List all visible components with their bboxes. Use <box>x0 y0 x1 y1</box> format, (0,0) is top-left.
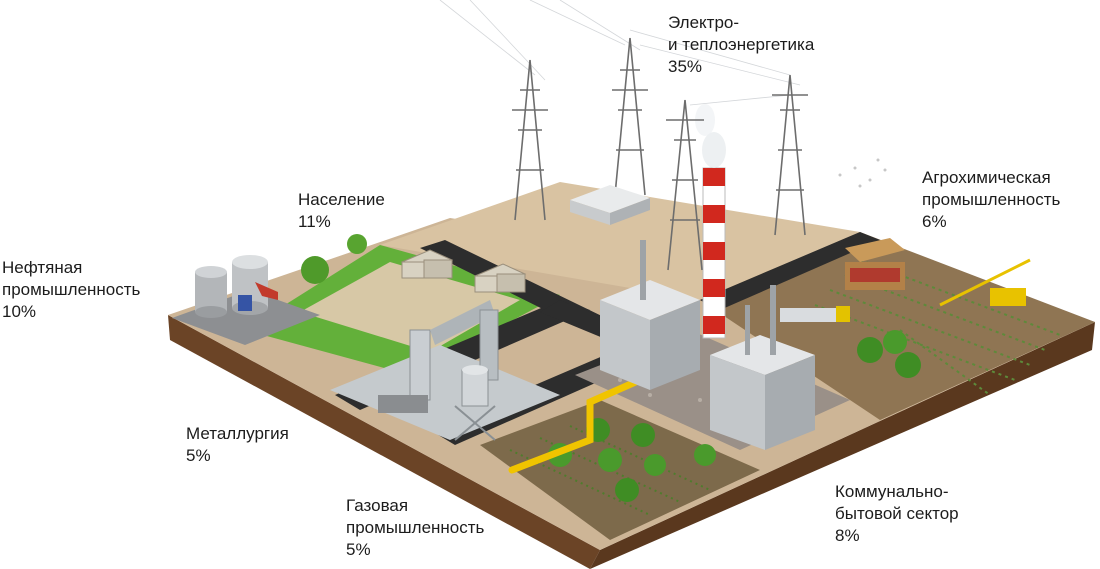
label-gas-value: 5% <box>346 540 371 559</box>
label-communal-line1: Коммунально- <box>835 482 949 501</box>
label-agro-line2: промышленность <box>922 190 1061 209</box>
label-metallurgy-value: 5% <box>186 446 211 465</box>
label-communal-line2: бытовой сектор <box>835 504 959 523</box>
metal-yard <box>330 345 560 440</box>
label-agro: Агрохимическая промышленность 6% <box>922 167 1060 233</box>
label-agro-line1: Агрохимическая <box>922 168 1051 187</box>
orchard-field <box>480 400 760 540</box>
farm-field <box>700 232 1095 420</box>
label-metallurgy-line1: Металлургия <box>186 424 289 443</box>
substation <box>570 185 650 225</box>
label-power-line2: и теплоэнергетика <box>668 35 815 54</box>
soil-right-side <box>590 322 1095 569</box>
transmission-towers <box>512 37 808 271</box>
label-oil-line1: Нефтяная <box>2 258 83 277</box>
label-metallurgy: Металлургия 5% <box>186 423 289 467</box>
agro-buildings <box>780 238 1031 322</box>
metallurgy-plant <box>378 300 499 441</box>
label-oil-value: 10% <box>2 302 37 321</box>
power-lines <box>439 0 801 106</box>
birds <box>838 158 887 188</box>
soil-left-side <box>168 315 600 569</box>
power-plant <box>600 240 815 450</box>
label-power-line1: Электро- <box>668 13 740 32</box>
label-population-value: 11% <box>298 212 331 231</box>
label-gas-line2: промышленность <box>346 518 485 537</box>
label-oil-line2: промышленность <box>2 280 141 299</box>
label-power: Электро- и теплоэнергетика 35% <box>668 12 814 78</box>
label-population-line1: Население <box>298 190 385 209</box>
houses <box>400 249 527 293</box>
oil-tanks <box>172 255 320 345</box>
sand-area <box>380 182 860 300</box>
red-white-chimney <box>695 104 726 339</box>
label-gas: Газовая промышленность 5% <box>346 495 484 561</box>
label-communal: Коммунально- бытовой сектор 8% <box>835 481 959 547</box>
label-gas-line1: Газовая <box>346 496 409 515</box>
label-power-value: 35% <box>668 57 703 76</box>
label-communal-value: 8% <box>835 526 860 545</box>
label-population: Население 11% <box>298 189 385 233</box>
label-oil: Нефтяная промышленность 10% <box>2 257 140 323</box>
label-agro-value: 6% <box>922 212 947 231</box>
